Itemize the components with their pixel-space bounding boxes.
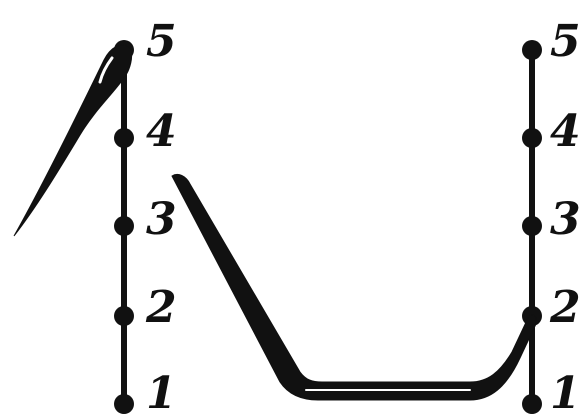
- right-scale-label-3: 3: [550, 194, 581, 245]
- left-scale-dot-2: [114, 306, 134, 326]
- left-scale-label-2: 2: [145, 282, 177, 333]
- right-scale-label-2: 2: [549, 282, 581, 333]
- right-scale-dot-4: [522, 128, 542, 148]
- left-scale-dot-1: [114, 394, 134, 414]
- left-scale-dot-3: [114, 216, 134, 236]
- right-scale: 5 4 3 2 1: [522, 16, 581, 417]
- left-scale-label-5: 5: [146, 16, 177, 67]
- left-scale-label-3: 3: [146, 194, 177, 245]
- right-scale-label-5: 5: [550, 16, 581, 67]
- hook-blade: [13, 44, 133, 237]
- right-scale-dot-5: [522, 40, 542, 60]
- right-scale-label-1: 1: [550, 368, 581, 417]
- left-scale: 5 4 3 2 1: [114, 16, 177, 417]
- hook-highlight: [98, 56, 114, 84]
- right-scale-dot-1: [522, 394, 542, 414]
- left-scale-label-4: 4: [146, 106, 177, 157]
- hook-stroke: [13, 44, 133, 237]
- left-scale-dot-4: [114, 128, 134, 148]
- right-scale-dot-3: [522, 216, 542, 236]
- right-scale-label-4: 4: [550, 106, 581, 157]
- left-scale-label-1: 1: [146, 368, 177, 417]
- u-stroke: [171, 173, 537, 401]
- u-stroke-body: [171, 173, 537, 401]
